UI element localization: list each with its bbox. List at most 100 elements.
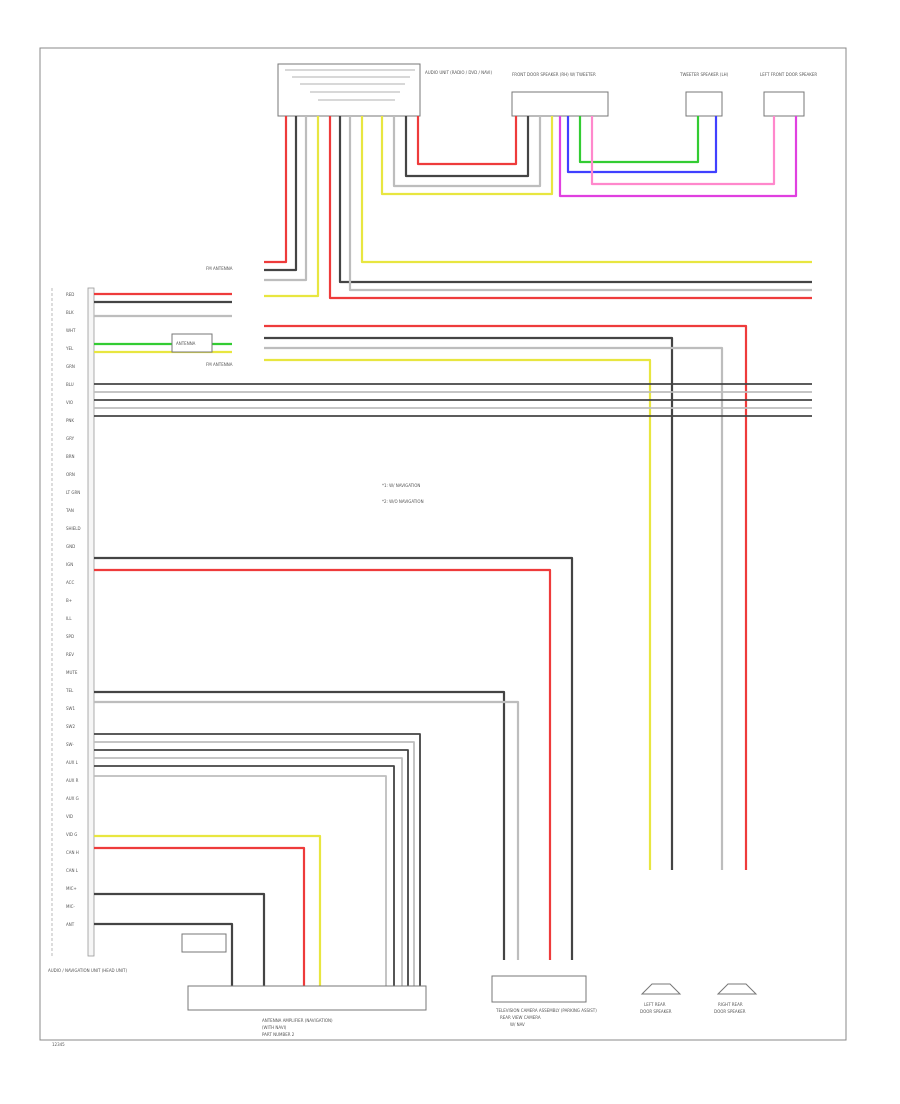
head-unit-pin-label: MUTE: [66, 670, 78, 675]
wire-yel-audio-to-rh-speaker: [380, 116, 554, 196]
wire-red-audio-right-bus: [328, 116, 812, 300]
wire-red-audio-lh-antenna: [264, 116, 288, 264]
wire-yel-to-lr-speaker: [264, 358, 652, 870]
head-unit-pin-label: BLU: [66, 382, 74, 387]
front-speaker-lh-label: LEFT FRONT DOOR SPEAKER: [760, 72, 817, 77]
wire-blk-to-lr-speaker: [264, 336, 674, 870]
top-audio-unit-label: AUDIO UNIT (RADIO / DVD / NAVI): [425, 70, 492, 75]
head-unit-pin-label: PNK: [66, 418, 74, 423]
wire-wht-hu-camera: [94, 700, 520, 960]
head-unit-pin-label: IGN: [66, 562, 73, 567]
note-with-navigation: *1: W/ NAVIGATION: [382, 483, 420, 488]
head-unit-pin-label: TEL: [65, 688, 74, 693]
wire-wht-audio-right-bus: [348, 116, 812, 292]
head-unit-pin-label: VID: [66, 814, 73, 819]
head-unit-pin-label: VID G: [66, 832, 77, 837]
head-unit-pin-label: YEL: [65, 346, 74, 351]
radio-unit-label: AUDIO / NAVIGATION UNIT (HEAD UNIT): [48, 968, 127, 973]
head-unit-pin-label: ORN: [66, 472, 75, 477]
wire-blk-hu-camera: [94, 556, 574, 960]
wire-hu-amp-bus-0: [94, 733, 421, 986]
head-unit-pin-label: VIO: [66, 400, 73, 405]
head-unit-pin-label: CAN H: [66, 850, 79, 855]
antenna-hub-label: ANTENNA: [176, 341, 196, 346]
wire-vio-rh-to-lh-speaker: [558, 116, 798, 198]
wire-hu-amp-bus-3: [94, 757, 403, 986]
head-unit-pin-label: GRN: [66, 364, 75, 369]
wire-blu-rh-to-tweeter: [566, 116, 718, 174]
tv-camera-sub: REAR VIEW CAMERA: [500, 1015, 541, 1020]
head-unit-pin-label: ACC: [66, 580, 74, 585]
head-unit-pin-label: ANT: [66, 922, 75, 927]
right-rear-speaker: RIGHT REAR DOOR SPEAKER: [714, 983, 758, 1014]
antenna-amplifier-module: ANTENNA AMPLIFIER (NAVIGATION) (WITH NAV…: [181, 933, 427, 1037]
top-audio-unit: AUDIO UNIT (RADIO / DVD / NAVI): [277, 63, 492, 117]
wire-hu-amp-bus-5: [94, 775, 387, 986]
tv-camera-sub2: W/ NAV: [510, 1022, 525, 1027]
tweeter-lh-label: TWEETER SPEAKER (LH): [679, 72, 729, 77]
wire-red-audio-to-rh-speaker: [416, 116, 518, 166]
head-unit-pin-label: TAN: [65, 508, 74, 513]
left-rear-speaker-label: LEFT REAR: [644, 1002, 666, 1007]
front-speaker-lh: LEFT FRONT DOOR SPEAKER: [760, 72, 817, 117]
wire-red-hu-amp: [94, 846, 306, 986]
head-unit-pin-label: BRN: [66, 454, 75, 459]
note-without-navigation: *2: W/O NAVIGATION: [382, 499, 424, 504]
head-unit-connector: RED BLK WHT YEL GRN BLU VIO PNK GRY BRN ORN LT GRN T…: [48, 287, 127, 973]
wire-yel-audio-right-bus: [360, 116, 812, 264]
wire-grn-rh-to-tweeter: [578, 116, 700, 164]
wire-blk-audio-to-rh-speaker: [404, 116, 530, 178]
head-unit-pin-label: BLK: [66, 310, 74, 315]
head-unit-pin-label: AUX R: [66, 778, 79, 783]
wire-yel-hu-amp: [94, 834, 322, 986]
wire-blk-audio-right-bus: [338, 116, 812, 284]
head-unit-pin-label: REV: [66, 652, 74, 657]
left-rear-speaker-sub: DOOR SPEAKER: [640, 1009, 672, 1014]
head-unit-pin-label: GRY: [66, 436, 75, 441]
front-speaker-rh: FRONT DOOR SPEAKER (RH) W/ TWEETER: [511, 72, 609, 117]
wire-blk-hu-camera-2: [94, 690, 506, 960]
front-speaker-rh-label: FRONT DOOR SPEAKER (RH) W/ TWEETER: [512, 72, 596, 77]
antenna-amplifier-sub: (WITH NAVI): [262, 1025, 287, 1030]
head-unit-pin-label: GND: [66, 544, 75, 549]
tweeter-lh: TWEETER SPEAKER (LH): [679, 72, 729, 117]
head-unit-pin-label: WHT: [66, 328, 76, 333]
wire-hu-amp-bus-2: [94, 749, 409, 986]
tv-camera-module: TELEVISION CAMERA ASSEMBLY (PARKING ASSI…: [491, 975, 597, 1027]
wire-wht-audio-lh-antenna: [264, 116, 308, 282]
head-unit-pin-label: CAN L: [66, 868, 79, 873]
head-unit-pin-label: MIC-: [66, 904, 75, 909]
head-unit-pin-label: SW-: [66, 742, 74, 747]
antenna-hub: ANTENNA: [171, 333, 213, 353]
right-rear-speaker-label: RIGHT REAR: [718, 1002, 743, 1007]
head-unit-pin-label: AUX G: [66, 796, 79, 801]
tv-camera-label: TELEVISION CAMERA ASSEMBLY (PARKING ASSI…: [495, 1008, 597, 1013]
wire-wht-to-rr-speaker: [264, 346, 724, 870]
head-unit-pin-label: RED: [66, 292, 74, 297]
head-unit-pin-label: SW2: [66, 724, 75, 729]
head-unit-pin-label: SPD: [66, 634, 74, 639]
head-unit-pin-label: SHIELD: [66, 526, 81, 531]
right-rear-speaker-sub: DOOR SPEAKER: [714, 1009, 746, 1014]
fm-antenna-connector-lower: FM ANTENNA: [206, 362, 233, 367]
wire-harness: [94, 116, 812, 986]
wire-pnk-rh-to-lh-speaker: [590, 116, 776, 186]
wire-hu-amp-bus-1: [94, 741, 415, 986]
wire-blk-audio-lh-antenna: [264, 116, 298, 272]
head-unit-pin-label: ILL: [66, 616, 72, 621]
antenna-amplifier-sub2: PART NUMBER 2: [262, 1032, 295, 1037]
head-unit-pin-label: MIC+: [66, 886, 77, 891]
diagram-id: 12345: [52, 1042, 65, 1047]
left-rear-speaker: LEFT REAR DOOR SPEAKER: [640, 983, 682, 1014]
fm-antenna-connector-upper: FM ANTENNA: [206, 266, 233, 271]
wire-blk-hu-amp-2: [94, 922, 234, 986]
wire-yel-audio-lh-antenna: [264, 116, 320, 298]
head-unit-pin-label: LT GRN: [66, 490, 80, 495]
wire-wht-audio-to-rh-speaker: [392, 116, 542, 188]
antenna-amplifier-label: ANTENNA AMPLIFIER (NAVIGATION): [262, 1018, 333, 1023]
wire-red-to-rr-speaker: [264, 324, 748, 870]
wire-hu-amp-bus-4: [94, 765, 395, 986]
head-unit-pin-label: SW1: [66, 706, 75, 711]
wire-blk-hu-amp: [94, 892, 266, 986]
